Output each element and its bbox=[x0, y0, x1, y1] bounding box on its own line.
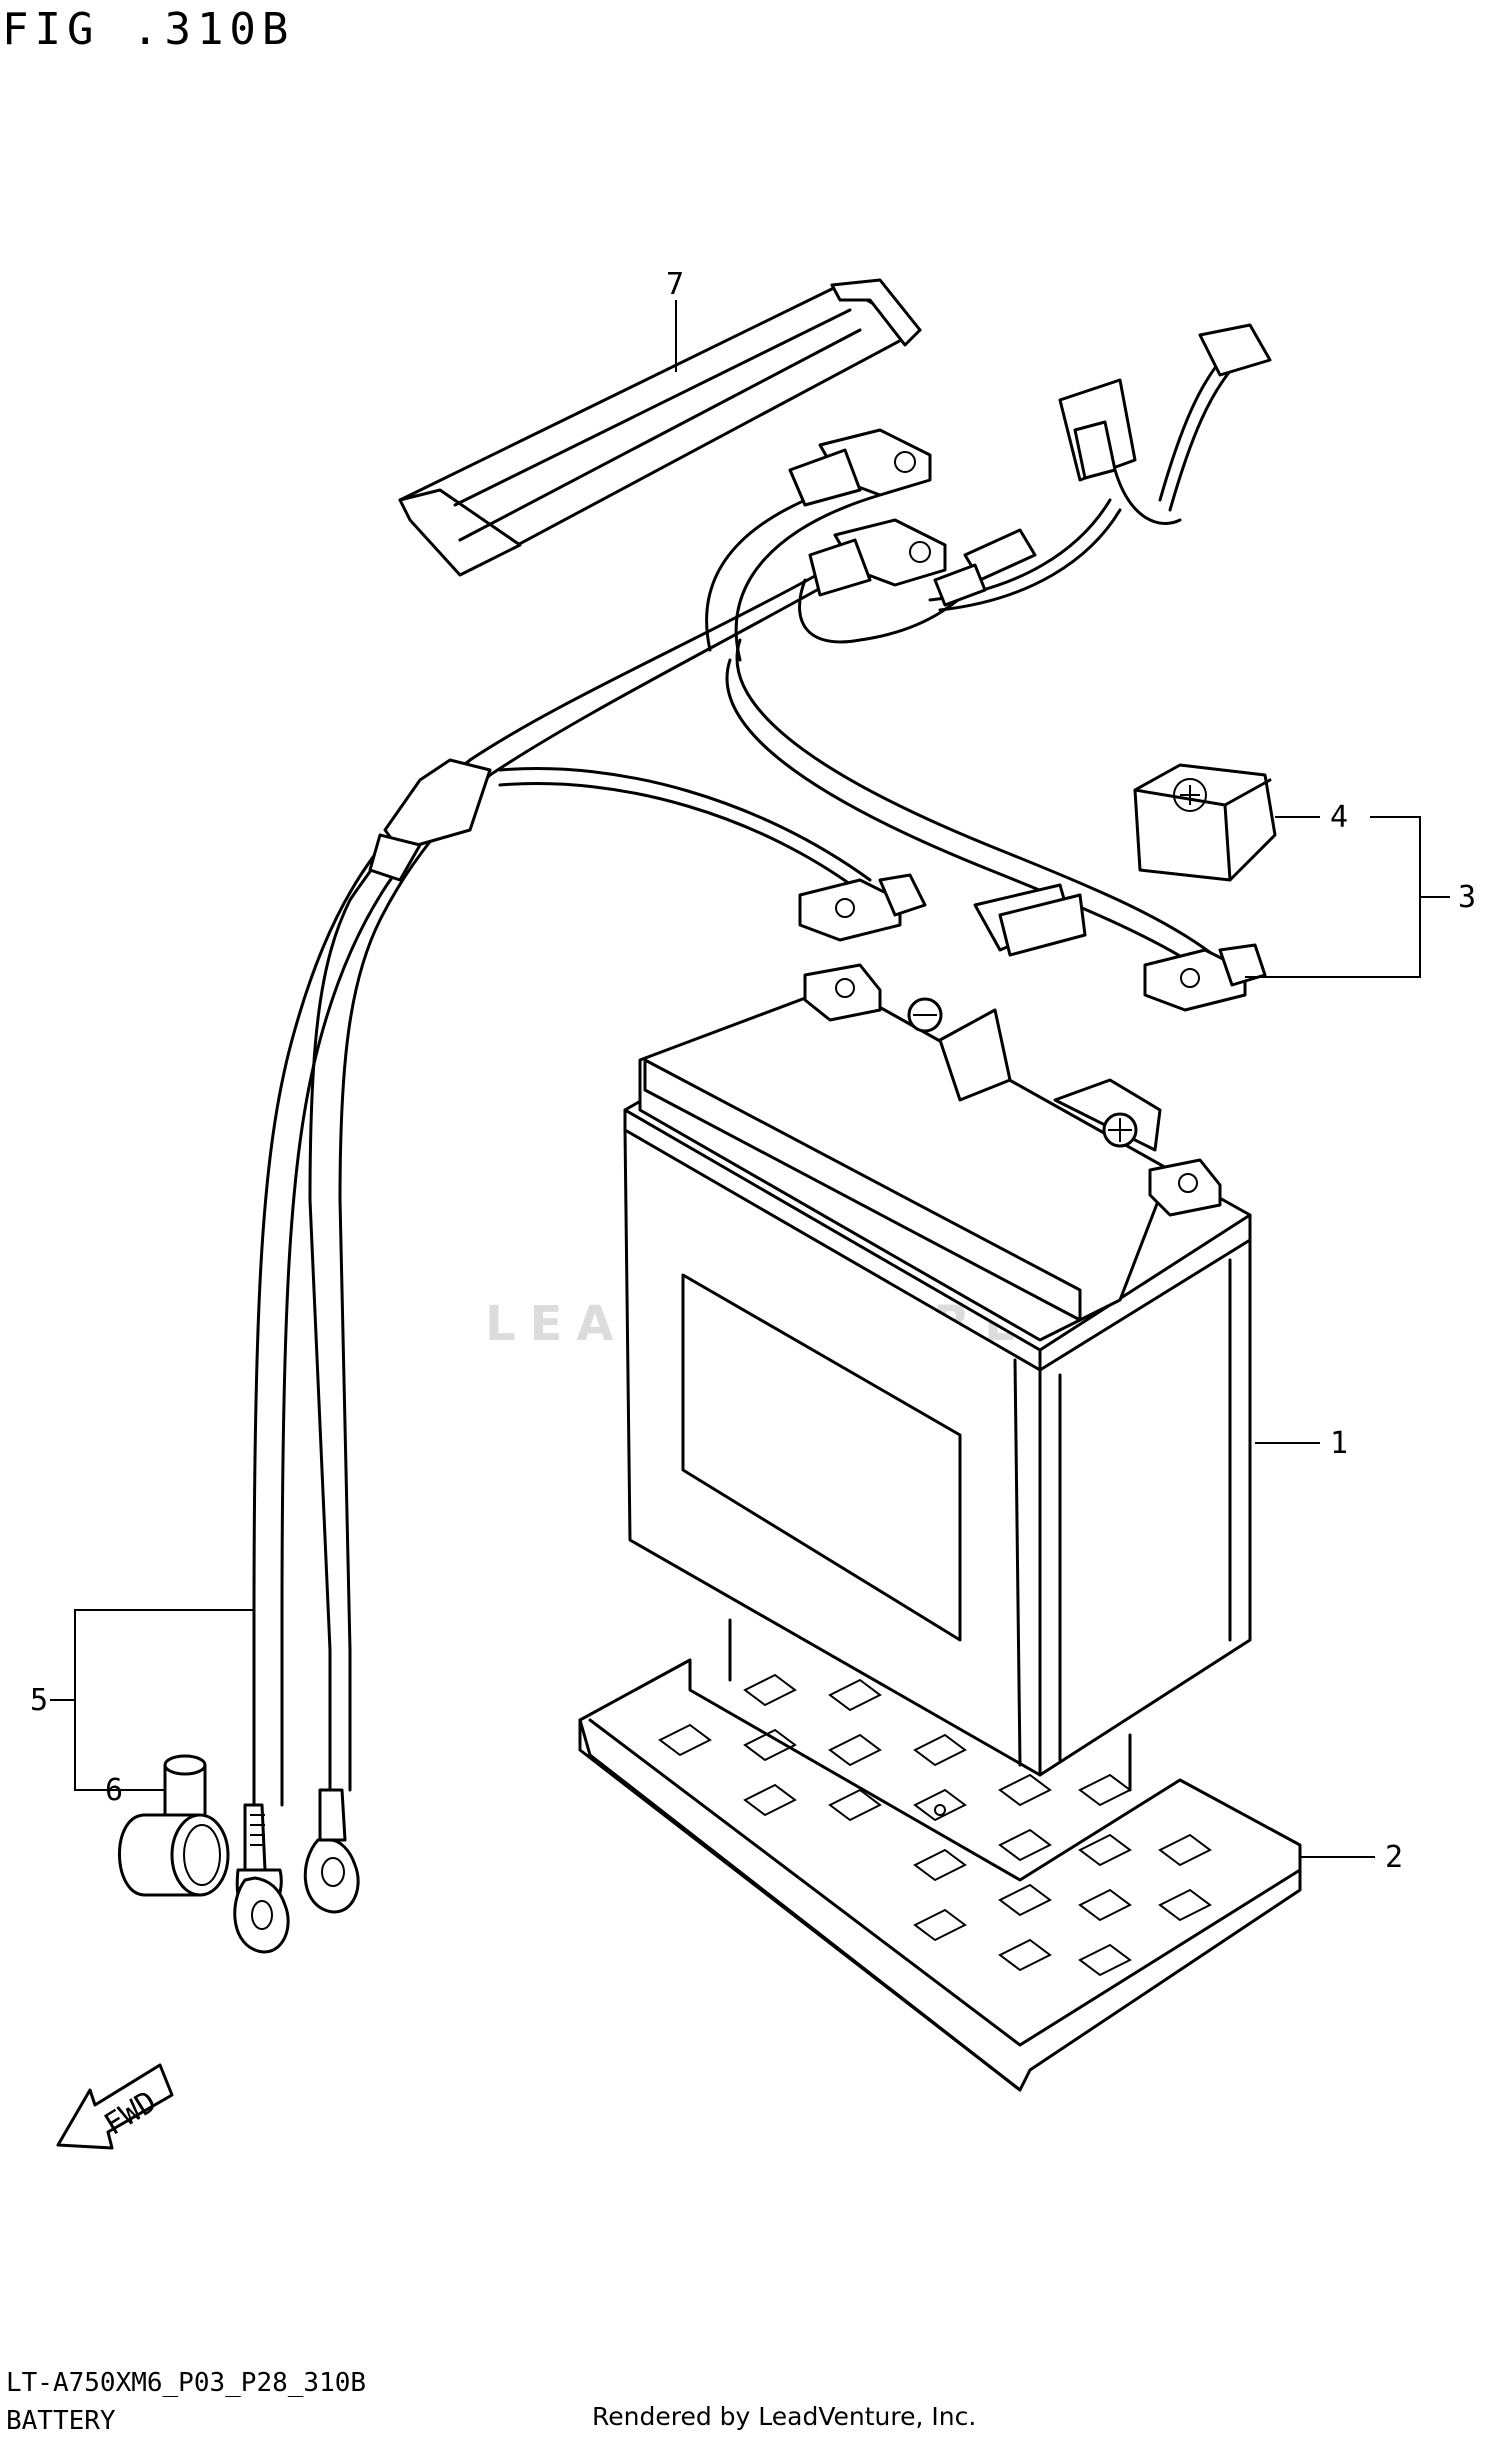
harness-connectors bbox=[933, 323, 1272, 957]
section-name: BATTERY bbox=[6, 2406, 116, 2436]
battery-tray[interactable] bbox=[578, 1618, 1302, 2092]
tray-slots bbox=[658, 1673, 1212, 1977]
model-code: LT-A750XM6_P03_P28_310B bbox=[6, 2368, 367, 2398]
callout-1[interactable]: 1 bbox=[1330, 1426, 1348, 1461]
callout-7[interactable]: 7 bbox=[666, 267, 684, 302]
callout-6[interactable]: 6 bbox=[105, 1773, 123, 1808]
bracket-3 bbox=[1245, 816, 1421, 978]
callout-5[interactable]: 5 bbox=[30, 1683, 48, 1718]
harness-top-terminals bbox=[788, 428, 947, 597]
battery-strap[interactable] bbox=[398, 278, 922, 577]
callout-2[interactable]: 2 bbox=[1385, 1840, 1403, 1875]
cable-ring-terminals bbox=[233, 1788, 360, 1954]
figure-title: FIG .310B bbox=[2, 4, 295, 55]
forward-direction-arrow: FWD bbox=[56, 2063, 174, 2150]
callout-3[interactable]: 3 bbox=[1458, 880, 1476, 915]
terminal-boot-cap[interactable] bbox=[118, 1754, 230, 1897]
callout-4[interactable]: 4 bbox=[1330, 800, 1348, 835]
terminal-plates bbox=[798, 873, 1267, 1012]
battery[interactable] bbox=[623, 963, 1252, 1777]
rendered-by-credit: Rendered by LeadVenture, Inc. bbox=[592, 2402, 977, 2431]
terminal-cover[interactable] bbox=[1133, 763, 1277, 882]
